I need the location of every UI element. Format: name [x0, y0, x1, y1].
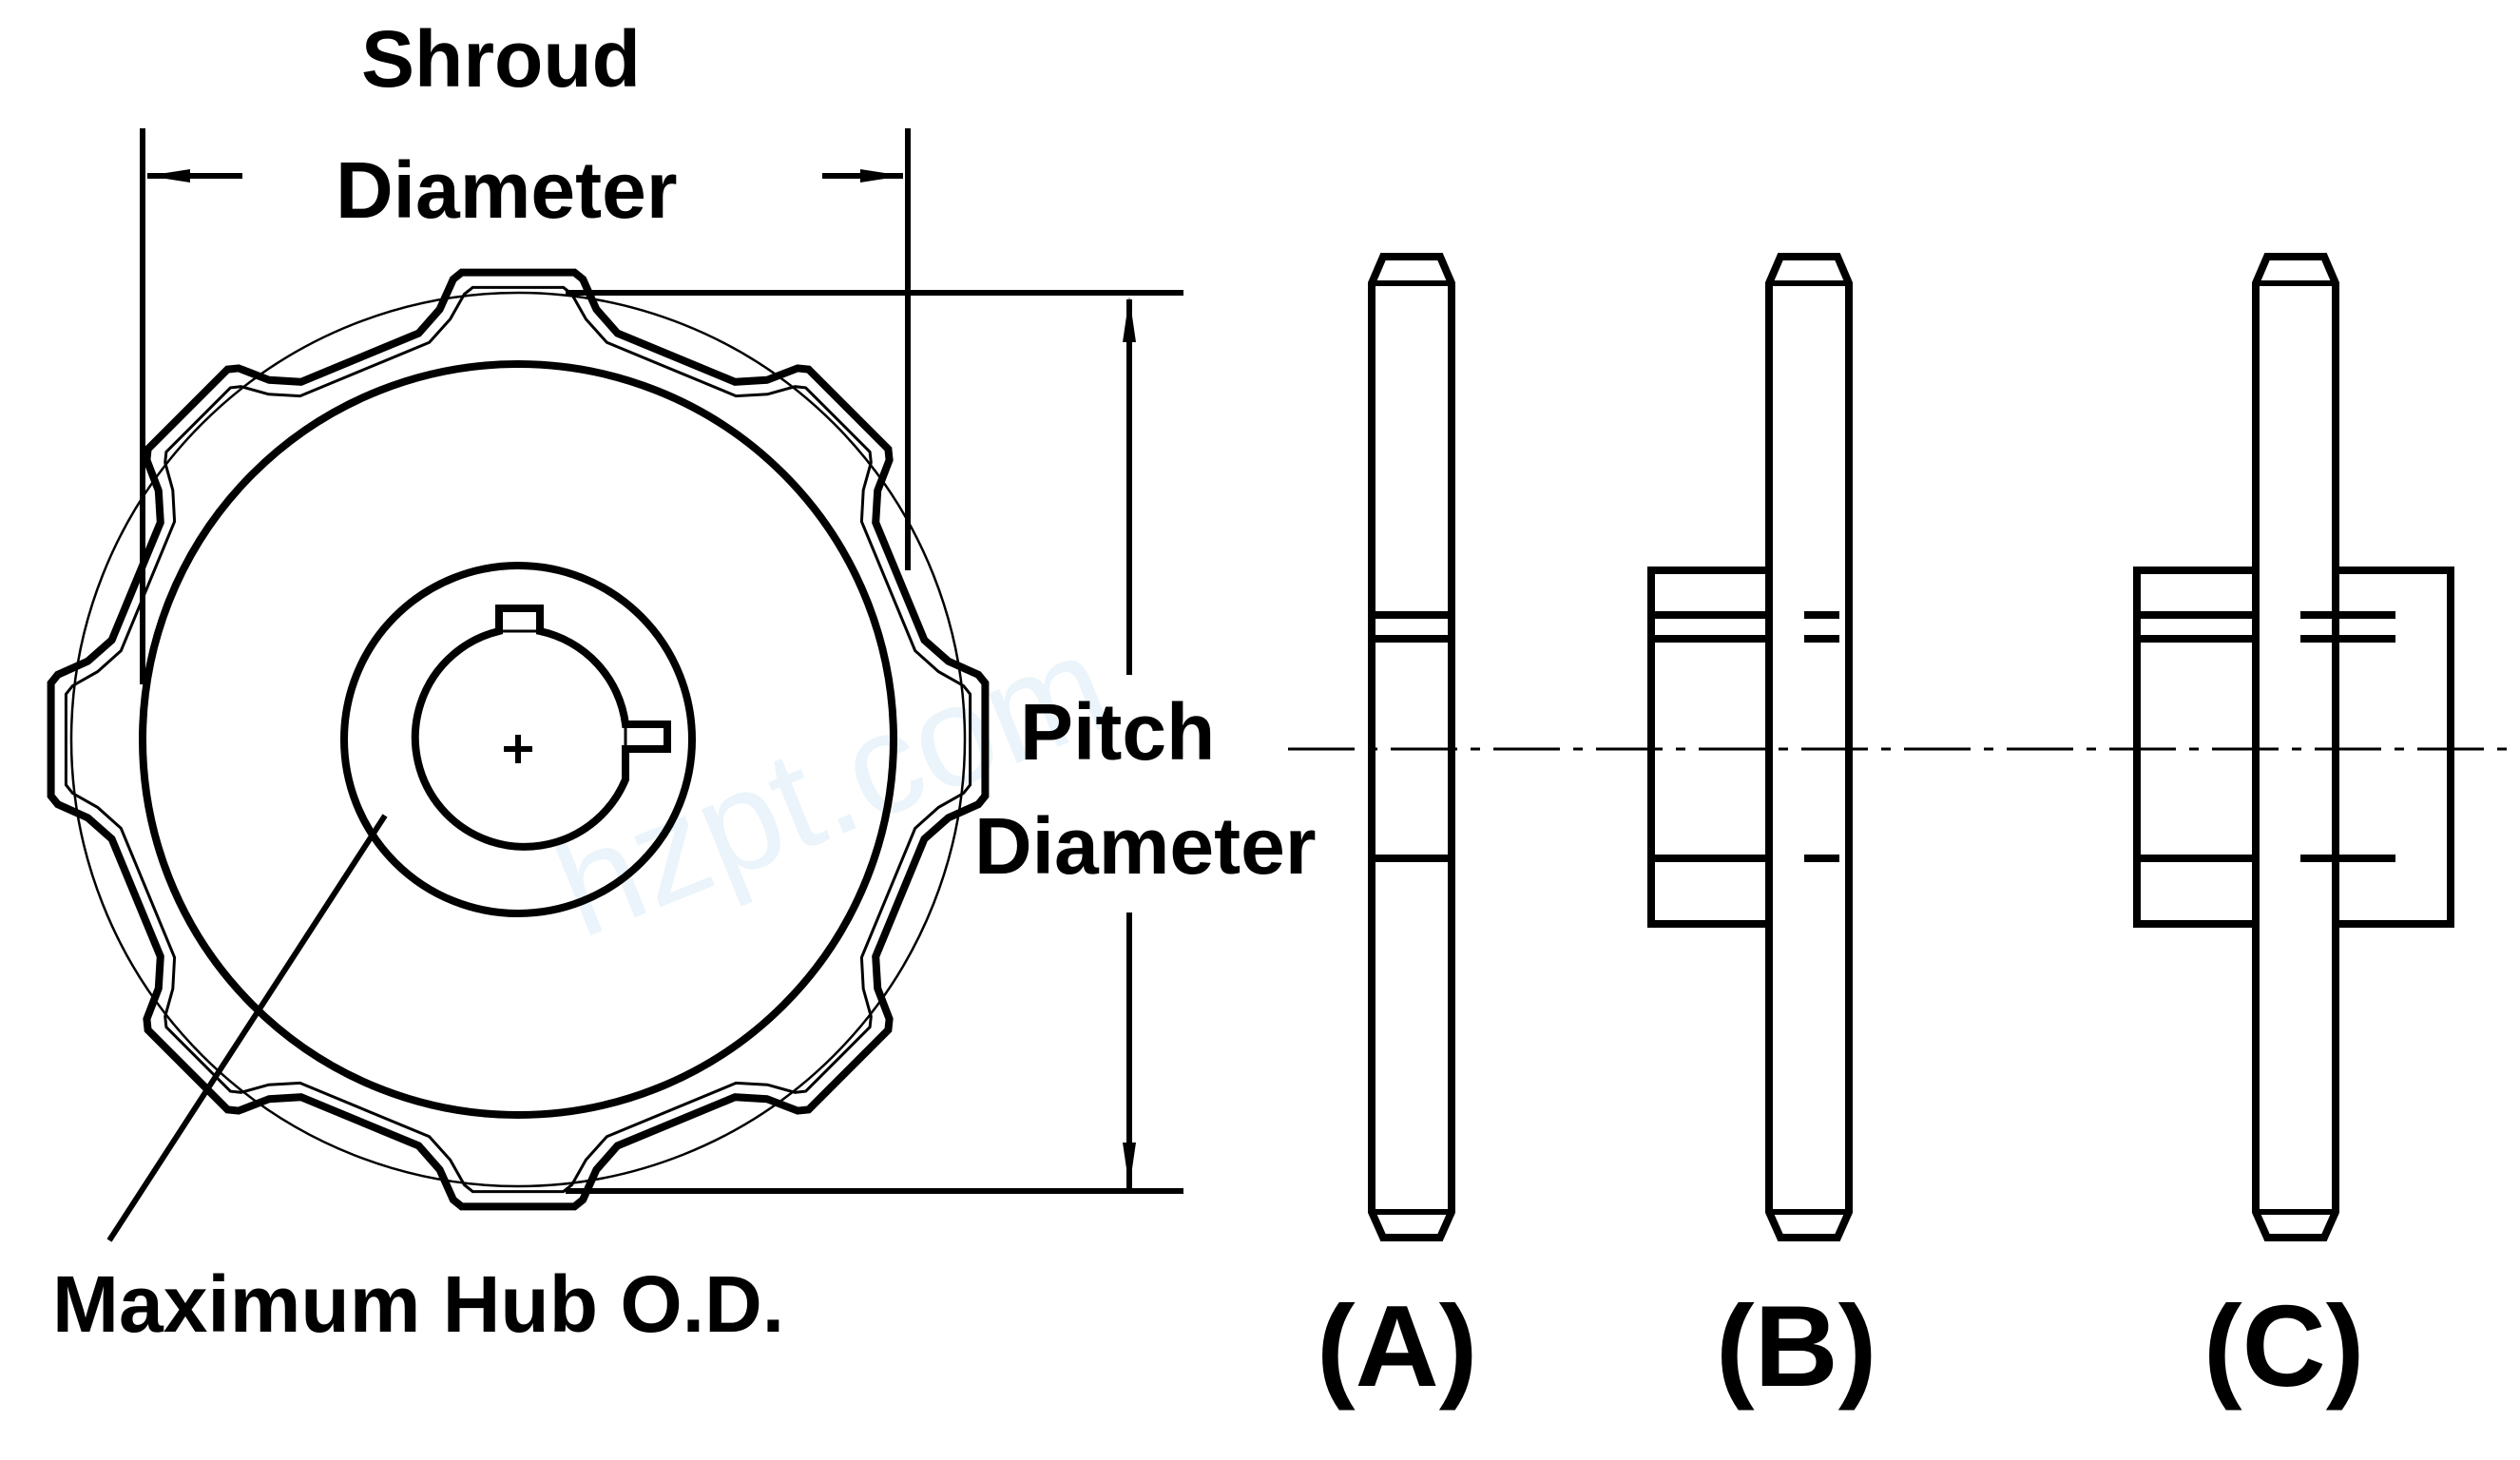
sprocket-front-view: [47, 268, 990, 1242]
view-label-a: (A): [1317, 1281, 1478, 1411]
pitch-diameter-label-line1: Pitch: [1020, 687, 1216, 777]
view-label-b: (B): [1716, 1281, 1877, 1411]
pitch-diameter-dimension: [566, 290, 1183, 1194]
shroud-circle: [69, 291, 967, 1188]
shroud-diameter-dimension: [140, 128, 911, 684]
side-view-a: [1368, 253, 1455, 1241]
sprocket-root-circle: [139, 360, 897, 1119]
side-view-b: [1647, 253, 1853, 1241]
shroud-diameter-label-line2: Diameter: [336, 145, 678, 235]
sprocket-tooth-outline: [47, 268, 990, 1211]
shroud-diameter-label-line1: Shroud: [361, 14, 641, 104]
bore-with-keyways: [411, 605, 671, 851]
hub-circle: [340, 562, 696, 917]
max-hub-od-label: Maximum Hub O.D.: [52, 1259, 785, 1349]
hub-leader-line: [106, 814, 388, 1242]
side-view-c: [2133, 253, 2454, 1241]
view-label-c: (C): [2203, 1281, 2365, 1411]
pitch-diameter-label-line2: Diameter: [974, 801, 1317, 891]
sprocket-tooth-inner-outline: [64, 285, 972, 1194]
